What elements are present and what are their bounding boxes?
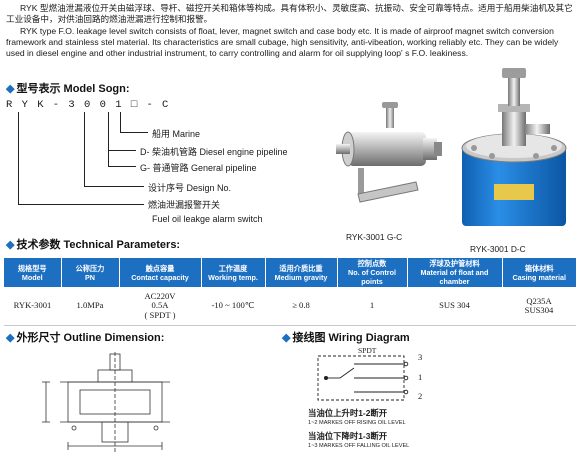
diamond-bullet-icon: ◆	[282, 332, 291, 344]
model-label-alarm-zh: 燃油泄漏报警开关	[148, 200, 221, 210]
wiring-note2-en: 1~3 MARKES OFF FALLING OIL LEVEL	[308, 443, 410, 449]
terminal-1: 1	[418, 372, 423, 382]
model-label-design: 设计序号 Design No.	[148, 183, 232, 193]
wiring-note1-zh: 当油位上升时1-2断开	[308, 408, 388, 418]
model-code-suffix: - C	[146, 99, 170, 111]
cell-model: RYK-3001	[4, 287, 61, 326]
params-heading: ◆技术参数 Technical Parameters:	[6, 236, 180, 252]
cell-gravity: ≥ 0.8	[265, 287, 337, 326]
cell-temp: -10 ~ 100℃	[201, 287, 265, 326]
model-heading: ◆型号表示 Model Sogn:	[6, 80, 130, 96]
wiring-heading-text: 接线图 Wiring Diagram	[292, 332, 410, 344]
wiring-heading: ◆接线图 Wiring Diagram	[282, 329, 410, 345]
model-label-diesel: D- 柴油机管路 Diesel engine pipeline	[140, 147, 288, 157]
cell-pn: 1.0MPa	[61, 287, 119, 326]
model-label-marine: 船用 Marine	[152, 129, 201, 139]
intro-en: RYK type F.O. leakage level switch consi…	[6, 25, 559, 59]
tree-line	[108, 150, 136, 151]
terminal-2: 2	[418, 391, 423, 401]
caption-d-c: RYK-3001 D-C	[470, 244, 526, 254]
tree-line	[84, 186, 144, 187]
caption-g-c: RYK-3001 G-C	[346, 232, 403, 242]
model-label-general: G- 普通管路 General pipeline	[140, 163, 257, 173]
model-code: R Y K - 3 0 0 1 □ - C	[6, 99, 170, 111]
intro-zh: RYK 型燃油泄漏液位开关由磁浮球、导杆、磁控开关和箱体等构成。具有体积小、灵敏…	[6, 3, 573, 25]
tree-line	[108, 112, 109, 166]
intro-text: RYK 型燃油泄漏液位开关由磁浮球、导杆、磁控开关和箱体等构成。具有体积小、灵敏…	[6, 3, 576, 59]
terminal-3: 3	[418, 352, 423, 362]
outline-heading: ◆外形尺寸 Outline Dimension:	[6, 329, 164, 345]
model-heading-text: 型号表示 Model Sogn:	[16, 83, 130, 95]
product-photo-g-c	[336, 102, 442, 203]
wiring-schematic	[317, 355, 409, 401]
tree-line	[18, 112, 19, 204]
tree-line	[120, 112, 121, 132]
wiring-note1-en: 1~2 MARKES OFF RISING OIL LEVEL	[308, 420, 406, 426]
model-code-box: □	[130, 99, 139, 111]
outline-heading-text: 外形尺寸 Outline Dimension:	[16, 332, 165, 344]
cell-float-material: SUS 304	[407, 287, 502, 326]
tree-line	[120, 132, 148, 133]
diamond-bullet-icon: ◆	[6, 83, 15, 95]
model-code-prefix: R Y K - 3 0 0 1	[6, 99, 124, 111]
cell-points: 1	[337, 287, 407, 326]
tree-line	[108, 166, 136, 167]
params-heading-text: 技术参数 Technical Parameters:	[16, 239, 181, 251]
model-label-alarm-en: Fuel oil leakge alarm switch	[152, 214, 263, 224]
diamond-bullet-icon: ◆	[6, 332, 15, 344]
outline-drawing	[42, 352, 170, 452]
tree-line	[84, 112, 85, 186]
diamond-bullet-icon: ◆	[6, 239, 15, 251]
product-photo-d-c	[461, 68, 567, 226]
wiring-note2-zh: 当油位下降时1-3断开	[308, 431, 388, 441]
spdt-label: SPDT	[358, 346, 377, 355]
tree-line	[18, 204, 144, 205]
